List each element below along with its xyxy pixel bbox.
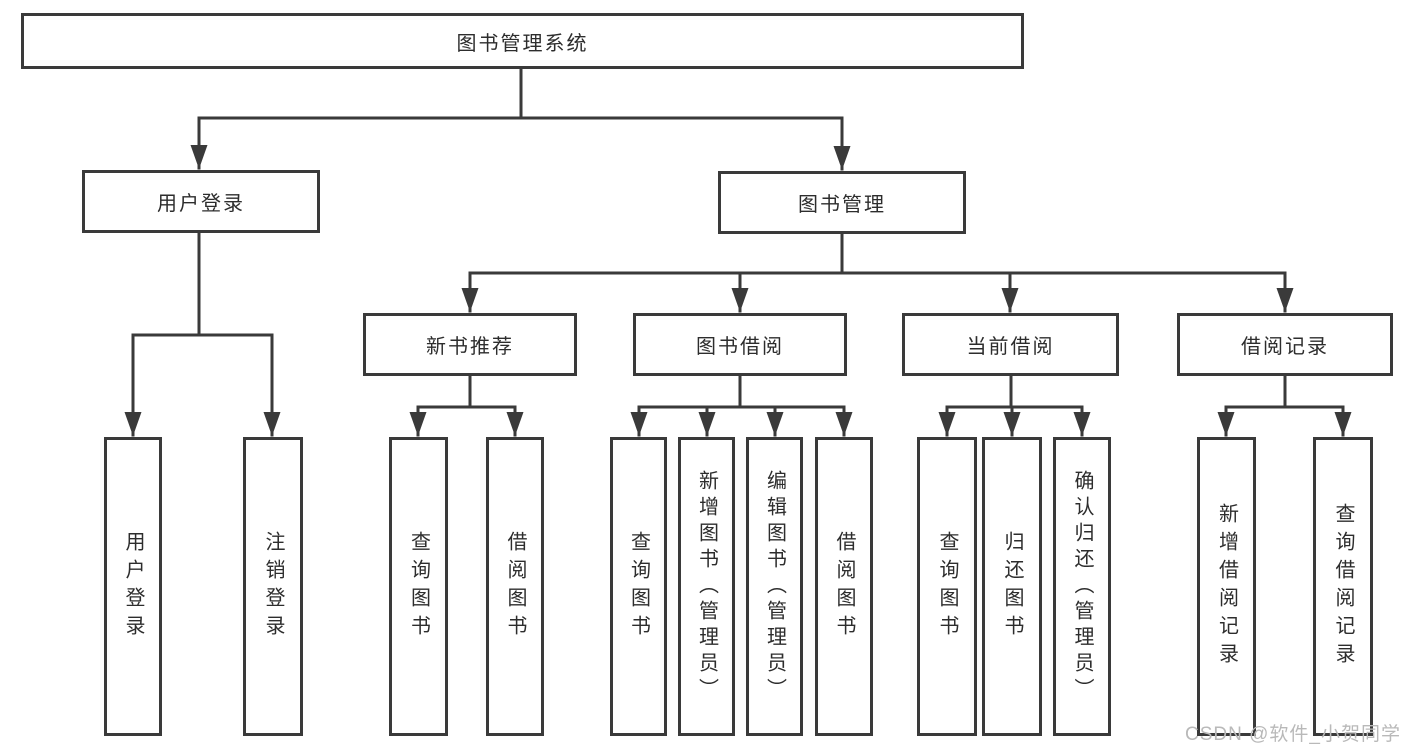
node-user-login: 用户登录 [104, 437, 162, 736]
node-book-borrow-label: 图书借阅 [696, 336, 784, 358]
node-borrow-records-label: 借阅记录 [1241, 336, 1329, 358]
node-query-books-current: 查询图书 [917, 437, 977, 736]
node-book-borrow: 图书借阅 [633, 313, 847, 376]
node-borrow-books: 借阅图书 [815, 437, 873, 736]
node-query-books-borrow: 查询图书 [610, 437, 667, 736]
node-library-system: 图书管理系统 [21, 13, 1024, 69]
node-edit-book-admin: 编辑图书（管理员） [746, 437, 803, 736]
node-user-login-branch: 用户登录 [82, 170, 320, 233]
node-library-system-label: 图书管理系统 [456, 32, 589, 55]
node-add-book-admin: 新增图书（管理员） [678, 437, 735, 736]
node-user-login-branch-label: 用户登录 [157, 193, 245, 215]
node-confirm-return-admin-label: 确认归还（管理员） [1071, 469, 1093, 704]
node-confirm-return-admin: 确认归还（管理员） [1053, 437, 1111, 736]
node-current-borrow: 当前借阅 [902, 313, 1119, 376]
node-book-management: 图书管理 [718, 171, 966, 234]
node-new-book-recommend-label: 新书推荐 [426, 336, 514, 358]
node-query-books-recommend-label: 查询图书 [407, 530, 430, 643]
node-add-book-admin-label: 新增图书（管理员） [695, 469, 718, 704]
node-return-book: 归还图书 [982, 437, 1042, 736]
node-borrow-books-recommend: 借阅图书 [486, 437, 544, 736]
node-borrow-books-label: 借阅图书 [833, 530, 855, 643]
node-query-borrow-record-label: 查询借阅记录 [1332, 502, 1354, 671]
node-query-books-borrow-label: 查询图书 [627, 530, 650, 643]
node-new-book-recommend: 新书推荐 [363, 313, 577, 376]
node-borrow-books-recommend-label: 借阅图书 [504, 530, 526, 643]
node-edit-book-admin-label: 编辑图书（管理员） [763, 469, 786, 704]
node-logout-label: 注销登录 [262, 530, 284, 643]
csdn-watermark: CSDN @软件_小贺同学 [1185, 724, 1401, 745]
node-query-books-current-label: 查询图书 [936, 530, 958, 643]
connector-user-login-children [124, 231, 281, 437]
node-query-books-recommend: 查询图书 [389, 437, 448, 736]
node-current-borrow-label: 当前借阅 [966, 336, 1055, 358]
connector-book-mgmt-children [461, 232, 1294, 313]
node-query-borrow-record: 查询借阅记录 [1313, 437, 1373, 736]
node-return-book-label: 归还图书 [1001, 530, 1023, 643]
connector-borrow-record-children [1217, 374, 1352, 437]
node-borrow-records: 借阅记录 [1177, 313, 1393, 376]
connector-book-borrow-children [630, 374, 853, 437]
node-logout: 注销登录 [243, 437, 303, 736]
node-add-borrow-record-label: 新增借阅记录 [1215, 502, 1238, 671]
node-add-borrow-record: 新增借阅记录 [1197, 437, 1256, 736]
connector-root-to-branches [190, 67, 851, 171]
node-book-management-label: 图书管理 [798, 194, 886, 216]
connector-new-book-children [409, 374, 524, 437]
connector-current-borrow-children [938, 374, 1091, 437]
node-user-login-label: 用户登录 [122, 530, 144, 643]
